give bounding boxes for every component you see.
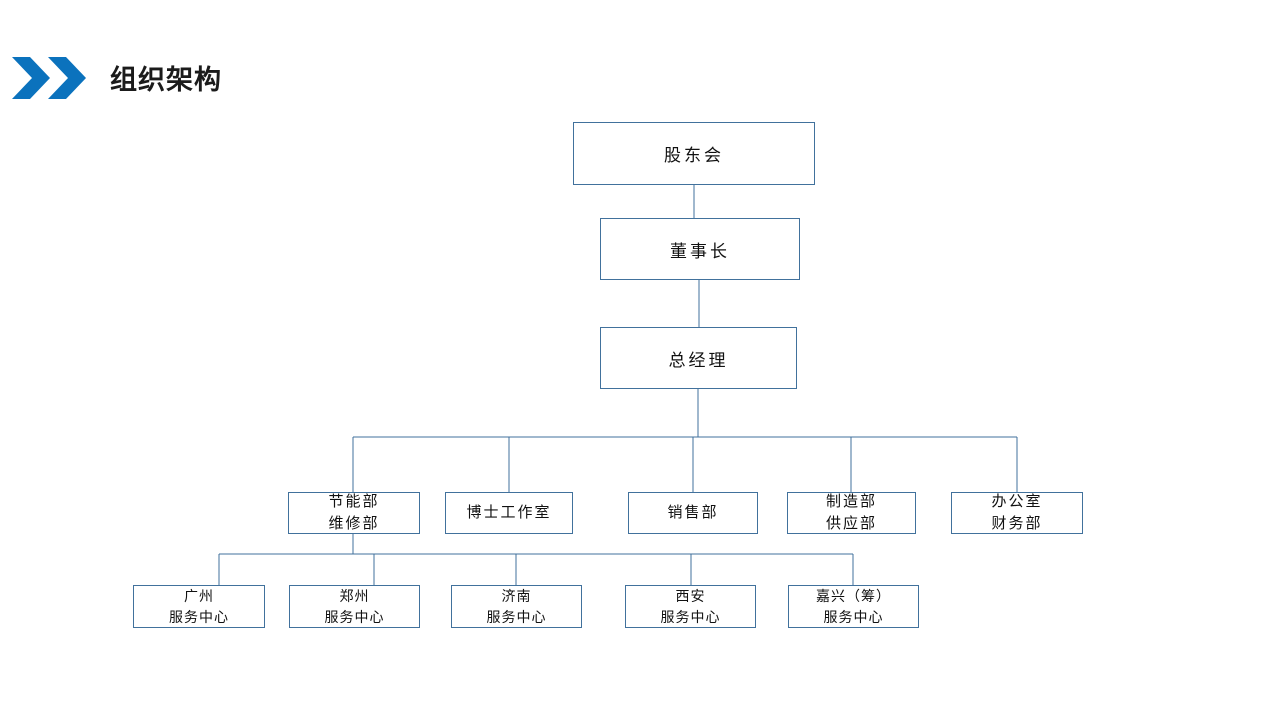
chevron-first [12,57,50,99]
double-chevron-right-icon [12,57,90,99]
org-node-doctoral-studio[interactable]: 博士工作室 [445,492,573,534]
org-node-chairman[interactable]: 董事长 [600,218,800,280]
org-node-label: 销售部 [667,504,719,521]
org-node-label: 服务中心 [324,608,385,625]
org-node-label: 济南 [501,587,532,604]
org-node-label: 服务中心 [660,608,721,625]
org-node-manufacturing-supply[interactable]: 制造部供应部 [787,492,916,534]
org-node-label: 总经理 [668,350,729,370]
org-node-label: 财务部 [991,515,1043,532]
org-node-label: 博士工作室 [466,504,552,521]
org-node-shareholders[interactable]: 股东会 [573,122,815,185]
org-node-zhengzhou-service-center[interactable]: 郑州服务中心 [289,585,420,628]
org-node-label: 供应部 [825,515,877,532]
org-node-label: 制造部 [825,493,877,510]
org-node-jinan-service-center[interactable]: 济南服务中心 [451,585,582,628]
org-node-label: 办公室 [991,493,1043,510]
double-chevron-svg [12,57,86,99]
org-node-label: 西安 [675,587,706,604]
org-node-jiaxing-service-center[interactable]: 嘉兴（筹） 服务中心 [788,585,919,628]
org-node-xian-service-center[interactable]: 西安服务中心 [625,585,756,628]
org-node-label: 郑州 [339,587,370,604]
org-node-label: 董事长 [670,241,730,261]
org-node-label: 维修部 [328,515,380,532]
org-node-label: 服务中心 [823,608,884,625]
org-node-sales[interactable]: 销售部 [628,492,758,534]
org-node-label: 服务中心 [169,608,229,625]
slide-header: 组织架构 [0,0,1280,140]
org-node-label: 嘉兴（筹） [816,587,891,604]
org-node-label: 节能部 [328,493,380,510]
chevron-second [48,57,86,99]
org-node-guangzhou-service-center[interactable]: 广州服务中心 [133,585,265,628]
org-node-general-manager[interactable]: 总经理 [600,327,797,389]
org-node-label: 服务中心 [486,608,547,625]
page-title: 组织架构 [110,65,222,95]
org-node-office-finance[interactable]: 办公室财务部 [951,492,1083,534]
org-node-label: 广州 [184,587,214,604]
org-node-energy-maintenance[interactable]: 节能部维修部 [288,492,420,534]
org-node-label: 股东会 [664,146,724,165]
